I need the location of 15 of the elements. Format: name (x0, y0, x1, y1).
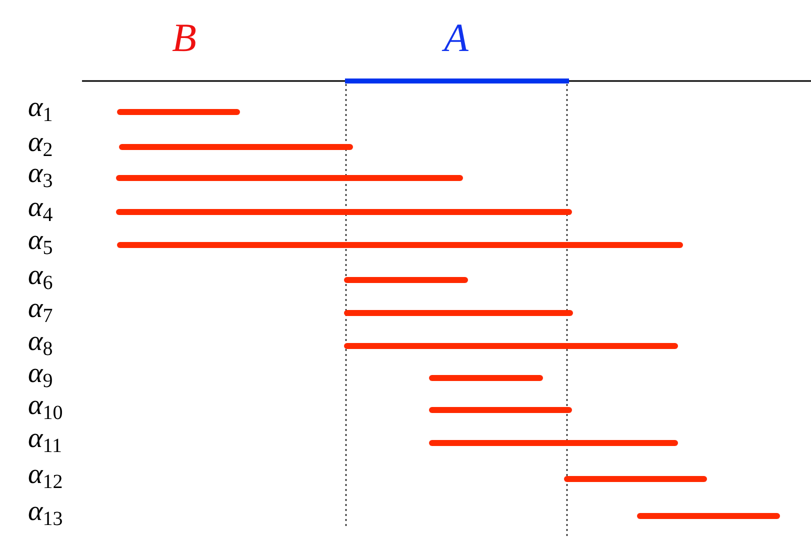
interval-label: A (444, 18, 468, 58)
interval-label: B (172, 18, 196, 58)
relation-label: α$_{13}$ (28, 498, 63, 526)
relation-label: α$_{8}$ (28, 328, 53, 356)
relation-label: α$_{11}$ (28, 425, 62, 453)
relation-label: α$_{3}$ (28, 160, 53, 188)
relation-label: α$_{4}$ (28, 194, 53, 222)
relation-label: α$_{2}$ (28, 129, 53, 157)
relation-label: α$_{5}$ (28, 227, 53, 255)
relation-label: α$_{1}$ (28, 94, 53, 122)
relation-label: α$_{6}$ (28, 262, 53, 290)
relation-label: α$_{10}$ (28, 392, 63, 420)
relation-label: α$_{7}$ (28, 295, 53, 323)
relation-label: α$_{9}$ (28, 360, 53, 388)
relation-label: α$_{12}$ (28, 461, 63, 489)
